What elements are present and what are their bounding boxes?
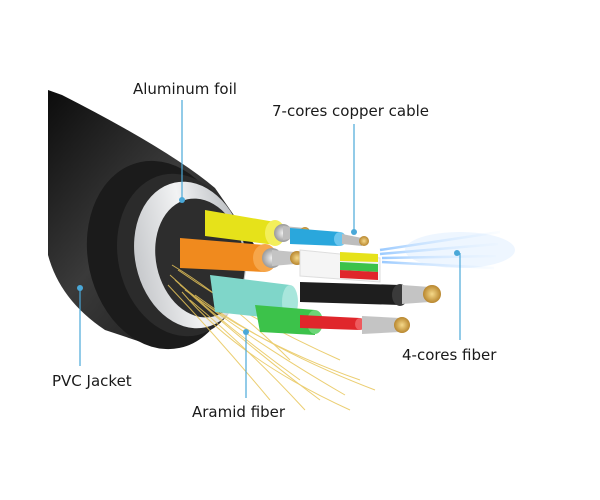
red-core xyxy=(300,315,410,334)
label-copper-cable: 7-cores copper cable xyxy=(272,102,430,120)
label-aluminum-foil: Aluminum foil xyxy=(133,80,237,98)
black-core xyxy=(300,282,441,306)
orange-core xyxy=(180,238,304,272)
blue-core xyxy=(290,228,369,246)
fiber-glow xyxy=(405,232,515,268)
leader-dots xyxy=(77,197,357,335)
label-pvc-jacket: PVC Jacket xyxy=(52,372,132,390)
label-aramid-fiber: Aramid fiber xyxy=(192,403,286,421)
fiber-dot xyxy=(454,250,460,256)
fiber-strands xyxy=(379,230,501,270)
leader-lines xyxy=(79,100,461,398)
white-core-bundle xyxy=(299,249,381,283)
label-fiber: 4-cores fiber xyxy=(402,346,497,364)
